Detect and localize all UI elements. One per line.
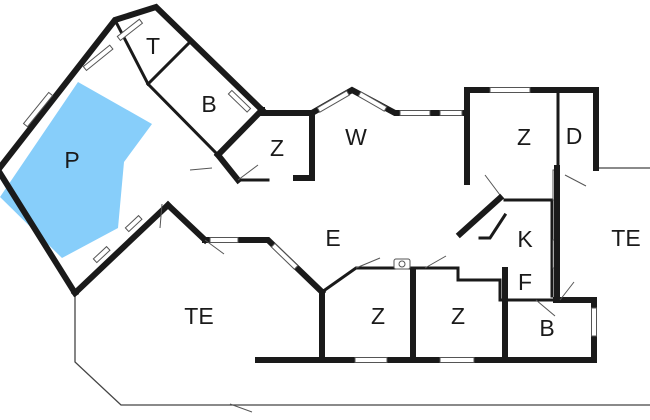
wall bbox=[145, 39, 193, 87]
wall bbox=[202, 237, 327, 297]
wall bbox=[213, 105, 267, 160]
pool bbox=[0, 82, 152, 258]
wall bbox=[112, 17, 151, 87]
door-swing bbox=[564, 174, 587, 187]
room-label-bedroom-lower-1: Z bbox=[371, 303, 385, 329]
window bbox=[354, 357, 388, 363]
window bbox=[591, 307, 597, 337]
window bbox=[270, 242, 299, 270]
room-label-kitchen: K bbox=[517, 226, 533, 252]
room-label-bath-upper: B bbox=[201, 91, 216, 117]
window bbox=[357, 91, 388, 112]
door-swing bbox=[424, 255, 447, 269]
door-swing bbox=[535, 299, 556, 317]
window bbox=[439, 110, 463, 116]
room-label-bedroom-lower-2: Z bbox=[451, 303, 465, 329]
window bbox=[316, 90, 350, 113]
wall bbox=[455, 193, 505, 239]
window bbox=[489, 87, 531, 93]
door-swing bbox=[237, 164, 259, 181]
pool-wing-wall-top bbox=[0, 3, 267, 173]
pool-wing-inner-wall bbox=[70, 200, 173, 298]
door-swing bbox=[159, 203, 163, 229]
wall bbox=[503, 198, 554, 298]
wall bbox=[319, 266, 460, 295]
room-label-bedroom-upper: Z bbox=[270, 135, 284, 161]
pool-window bbox=[124, 214, 143, 233]
door-swing bbox=[204, 239, 225, 255]
room-label-bath-lower: B bbox=[539, 315, 554, 341]
window bbox=[209, 237, 239, 243]
wall bbox=[163, 200, 210, 245]
wall bbox=[145, 81, 221, 158]
room-label-utility: F bbox=[518, 269, 532, 295]
room-label-terrace-left: TE bbox=[184, 303, 213, 329]
wall bbox=[456, 266, 558, 302]
pool-window bbox=[92, 245, 111, 264]
door-swing bbox=[484, 174, 501, 196]
wall bbox=[464, 87, 599, 171]
wall bbox=[213, 150, 243, 185]
pool-window bbox=[22, 91, 54, 128]
hob-icon bbox=[393, 258, 411, 270]
door-swing bbox=[189, 167, 213, 171]
room-label-shower: D bbox=[566, 123, 583, 149]
room-label-pool: P bbox=[64, 147, 79, 173]
window bbox=[439, 357, 475, 363]
hob-icon bbox=[398, 260, 406, 268]
door-swing bbox=[559, 281, 575, 301]
door-swing bbox=[229, 403, 253, 413]
window bbox=[227, 89, 252, 113]
terrace-outline-left bbox=[74, 293, 650, 406]
room-label-hall: E bbox=[325, 225, 340, 251]
window bbox=[116, 18, 144, 42]
room-label-living: W bbox=[345, 124, 367, 150]
door-swing bbox=[355, 257, 381, 269]
wall bbox=[478, 212, 508, 240]
room-label-toilet: T bbox=[146, 33, 160, 59]
pool-wing-wall bbox=[0, 167, 80, 298]
pool-window bbox=[82, 44, 114, 72]
wall bbox=[553, 297, 597, 363]
room-label-terrace-right: TE bbox=[611, 225, 640, 251]
window bbox=[399, 110, 431, 116]
room-label-bedroom-right: Z bbox=[517, 124, 531, 150]
